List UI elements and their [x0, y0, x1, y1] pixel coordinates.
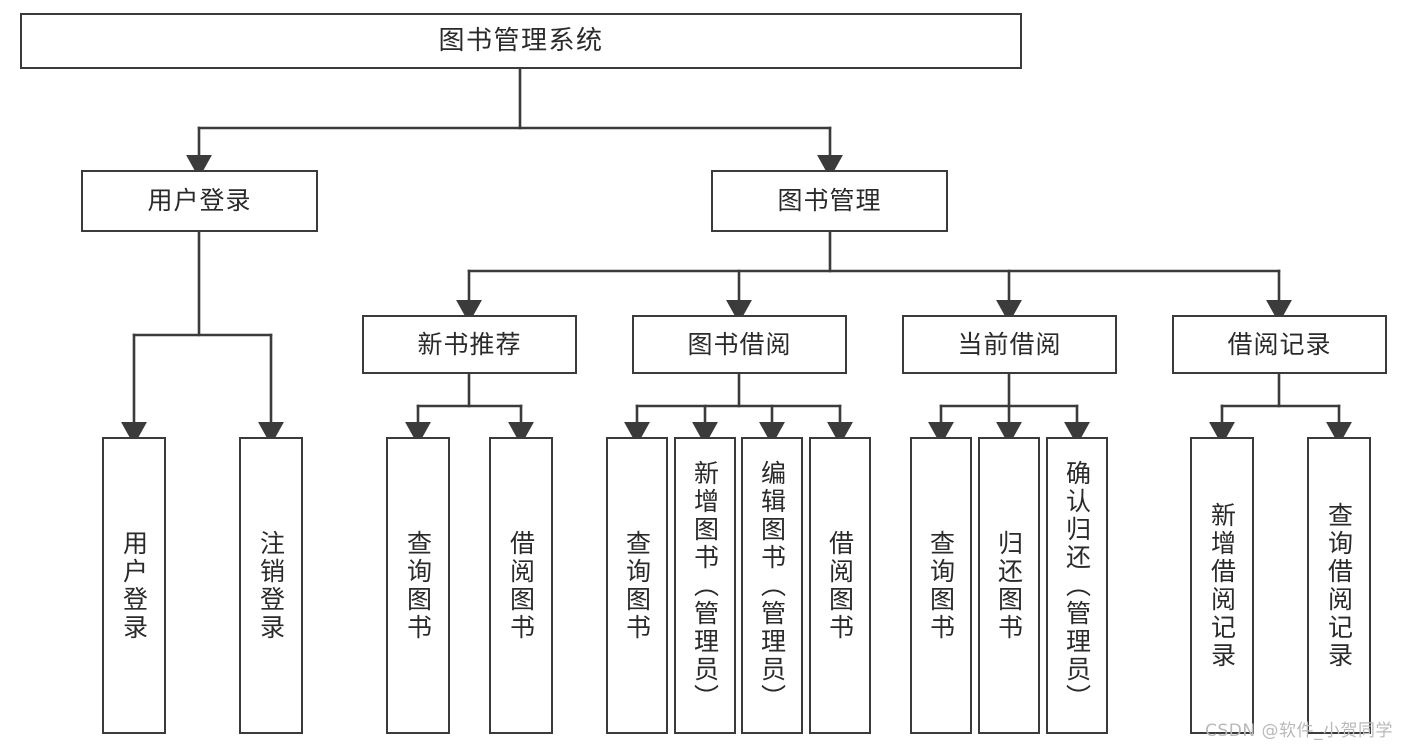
leaf-record-query-label: 查询借阅记录 — [1324, 501, 1354, 670]
leaf-borrow-borrow-book[interactable]: 借阅图书 — [809, 437, 871, 734]
leaf-recommend-borrow-book-label: 借阅图书 — [506, 529, 536, 642]
node-book-management-label: 图书管理 — [777, 186, 882, 216]
leaf-recommend-borrow-book[interactable]: 借阅图书 — [489, 437, 553, 734]
node-borrow-record[interactable]: 借阅记录 — [1172, 315, 1387, 374]
leaf-record-add[interactable]: 新增借阅记录 — [1190, 437, 1254, 734]
leaf-borrow-query-book-label: 查询图书 — [622, 529, 652, 642]
leaf-logout[interactable]: 注销登录 — [239, 437, 303, 734]
leaf-borrow-add-book-label: 新增图书（管理员） — [690, 459, 720, 712]
leaf-current-return-book-label: 归还图书 — [994, 529, 1024, 642]
leaf-current-return-book[interactable]: 归还图书 — [978, 437, 1040, 734]
leaf-borrow-add-book[interactable]: 新增图书（管理员） — [674, 437, 736, 734]
node-current-borrow-label: 当前借阅 — [957, 329, 1062, 359]
leaf-current-confirm-return[interactable]: 确认归还（管理员） — [1046, 437, 1108, 734]
node-user-login-label: 用户登录 — [147, 186, 252, 216]
leaf-borrow-edit-book-label: 编辑图书（管理员） — [757, 459, 787, 712]
leaf-record-add-label: 新增借阅记录 — [1207, 501, 1237, 670]
leaf-borrow-edit-book[interactable]: 编辑图书（管理员） — [741, 437, 803, 734]
node-current-borrow[interactable]: 当前借阅 — [902, 315, 1117, 374]
node-new-book-recommend-label: 新书推荐 — [417, 329, 522, 359]
leaf-user-login-label: 用户登录 — [119, 529, 149, 642]
leaf-current-confirm-return-label: 确认归还（管理员） — [1062, 459, 1092, 712]
csdn-watermark: CSDN @软件_小贺同学 — [1205, 721, 1393, 741]
leaf-logout-label: 注销登录 — [256, 529, 286, 642]
node-book-borrow[interactable]: 图书借阅 — [632, 315, 847, 374]
node-book-borrow-label: 图书借阅 — [687, 329, 792, 359]
node-root-system-label: 图书管理系统 — [438, 25, 604, 56]
leaf-recommend-query-book-label: 查询图书 — [403, 529, 433, 642]
leaf-recommend-query-book[interactable]: 查询图书 — [386, 437, 450, 734]
leaf-current-query-book-label: 查询图书 — [926, 529, 956, 642]
leaf-record-query[interactable]: 查询借阅记录 — [1307, 437, 1371, 734]
node-root-system[interactable]: 图书管理系统 — [20, 13, 1022, 69]
leaf-borrow-borrow-book-label: 借阅图书 — [825, 529, 855, 642]
leaf-borrow-query-book[interactable]: 查询图书 — [606, 437, 668, 734]
node-borrow-record-label: 借阅记录 — [1227, 329, 1332, 359]
node-book-management[interactable]: 图书管理 — [711, 170, 948, 232]
leaf-user-login[interactable]: 用户登录 — [102, 437, 166, 734]
node-user-login[interactable]: 用户登录 — [81, 170, 318, 232]
node-new-book-recommend[interactable]: 新书推荐 — [362, 315, 577, 374]
leaf-current-query-book[interactable]: 查询图书 — [910, 437, 972, 734]
